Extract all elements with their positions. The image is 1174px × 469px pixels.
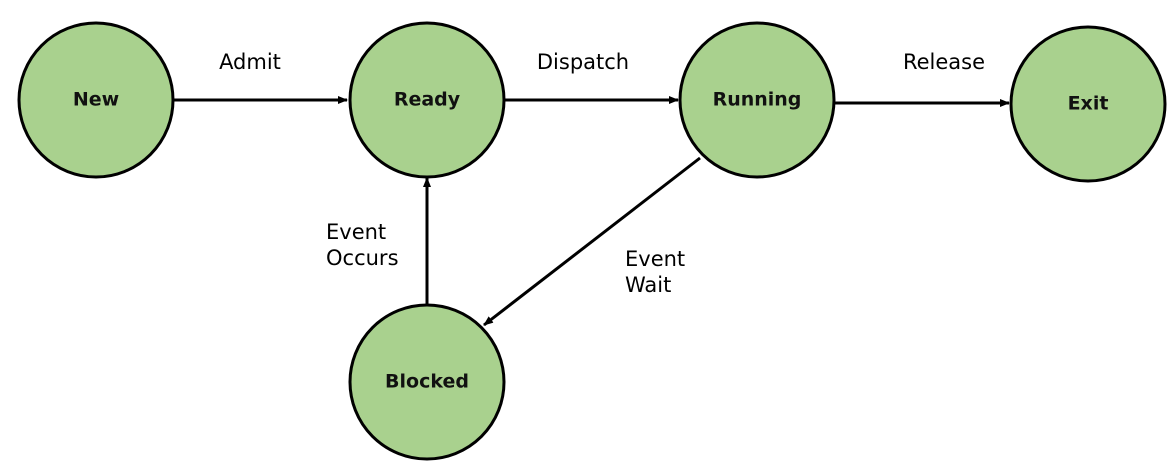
edge-label-event-wait-line-2: Wait <box>625 273 671 297</box>
state-blocked: Blocked <box>348 303 506 461</box>
state-new: New <box>17 21 175 179</box>
edge-label-event-wait: Event Wait <box>625 247 685 297</box>
edge-label-event-wait-line-1: Event <box>625 247 685 271</box>
edge-label-event-occurs-line-1: Event <box>326 220 386 244</box>
edge-event-wait <box>483 156 701 327</box>
state-exit: Exit <box>1009 25 1167 183</box>
state-running-label: Running <box>713 89 802 111</box>
state-running: Running <box>678 21 836 179</box>
state-blocked-label: Blocked <box>385 371 469 393</box>
edge-label-dispatch: Dispatch <box>537 50 629 74</box>
edge-label-event-occurs: Event Occurs <box>326 220 399 270</box>
edge-label-event-occurs-line-2: Occurs <box>326 246 399 270</box>
state-exit-label: Exit <box>1068 93 1109 115</box>
state-ready-label: Ready <box>394 89 461 111</box>
edge-label-admit: Admit <box>219 50 281 74</box>
state-new-label: New <box>73 89 119 111</box>
state-ready: Ready <box>348 21 506 179</box>
edge-label-release: Release <box>903 50 985 74</box>
